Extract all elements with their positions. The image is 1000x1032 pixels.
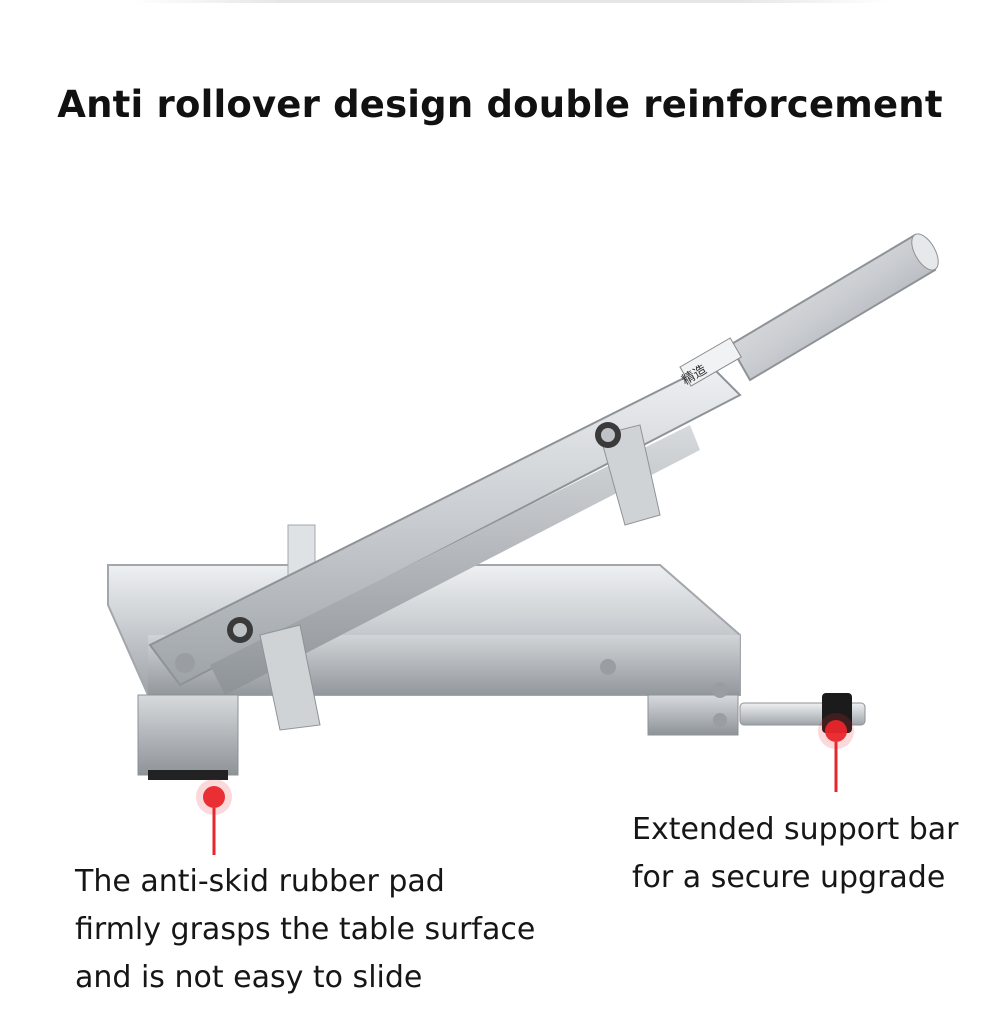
callout-line: and is not easy to slide	[75, 960, 423, 995]
bolt-icon	[601, 428, 615, 442]
extended-support-bar	[739, 693, 866, 733]
front-linkage-plate	[259, 624, 321, 731]
top-divider	[130, 0, 890, 3]
left-marker-dot-icon	[203, 786, 225, 808]
left-foot	[137, 694, 239, 776]
rubber-pad-callout: The anti-skid rubber pad firmly grasps t…	[75, 858, 535, 1002]
callout-line: Extended support bar	[632, 812, 959, 847]
page-title: Anti rollover design double reinforcemen…	[57, 83, 943, 126]
screw-icon	[712, 682, 728, 698]
bolt-icon	[175, 653, 195, 673]
bolt-icon	[233, 623, 247, 637]
screw-icon	[713, 713, 727, 727]
screw-icon	[600, 659, 616, 675]
linkage-plate	[599, 424, 661, 526]
rubber-pad-icon	[148, 770, 228, 780]
blade-arm	[148, 363, 742, 695]
slicer-illustration: 精造	[107, 233, 939, 780]
callout-line: The anti-skid rubber pad	[75, 864, 445, 899]
support-bar-callout: Extended support bar for a secure upgrad…	[632, 806, 959, 902]
handle	[728, 233, 939, 382]
callout-line: firmly grasps the table surface	[75, 912, 536, 947]
callout-line: for a secure upgrade	[632, 860, 946, 895]
